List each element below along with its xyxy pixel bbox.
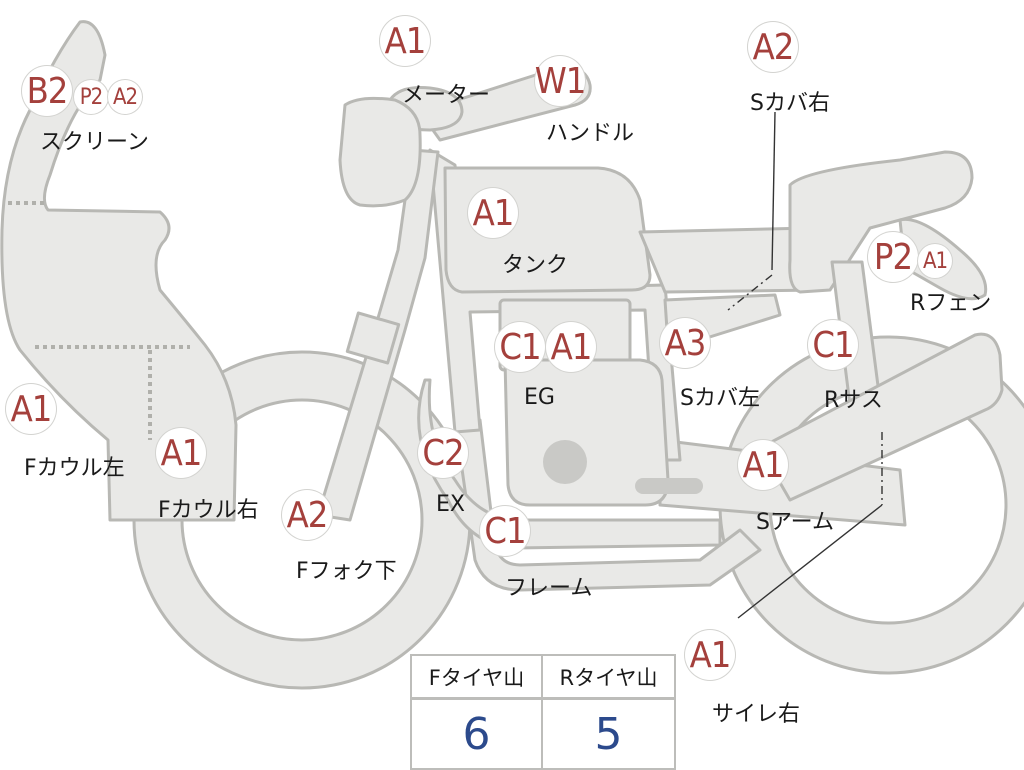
damage-code-badge: A2 — [748, 22, 798, 72]
part-label-handle: ハンドル — [546, 121, 635, 146]
damage-code-badge: P2 — [74, 80, 108, 114]
tire-tread-table: Fタイヤ山 Rタイヤ山 6 5 — [410, 654, 676, 770]
part-label-swing-arm: Sアーム — [756, 510, 834, 535]
damage-code-badge: A1 — [6, 384, 56, 434]
damage-code-badge: A3 — [660, 318, 710, 368]
front-cowl — [0, 20, 238, 522]
damage-code-badge: A2 — [282, 490, 332, 540]
part-label-screen: スクリーン — [40, 130, 149, 155]
damage-code-badge: A1 — [380, 16, 430, 66]
part-label-engine: EG — [524, 385, 555, 410]
damage-code-badge: C1 — [480, 506, 530, 556]
fork-clamp — [345, 311, 401, 365]
part-label-front-fork: Fフォク下 — [296, 559, 397, 584]
part-label-frame: フレーム — [505, 576, 593, 601]
front-tire-header: Fタイヤ山 — [412, 656, 543, 700]
headlight-bracket — [338, 96, 422, 208]
tail-cowl — [788, 150, 974, 294]
muffler — [758, 332, 1004, 502]
damage-code-badge: A1 — [685, 630, 735, 680]
damage-code-badge: A1 — [546, 322, 596, 372]
damage-code-badge: W1 — [535, 56, 586, 106]
part-label-scover-left: Sカバ左 — [680, 386, 760, 411]
part-label-tank: タンク — [502, 253, 569, 278]
leader-muffler — [737, 504, 883, 619]
part-label-rear-suspension: Rサス — [824, 388, 883, 413]
part-label-meter: メーター — [402, 83, 491, 108]
part-label-fcowl-left: Fカウル左 — [24, 456, 125, 481]
front-tire-value: 6 — [412, 700, 543, 768]
part-label-scover-right: Sカバ右 — [750, 91, 830, 116]
damage-code-badge: A1 — [918, 244, 952, 278]
footpeg — [635, 478, 703, 494]
damage-code-badge: A1 — [468, 188, 518, 238]
damage-code-badge: A1 — [738, 440, 788, 490]
part-label-exhaust: EX — [436, 492, 465, 517]
damage-code-badge: P2 — [868, 232, 918, 282]
part-label-muffler-right: サイレ右 — [712, 702, 801, 727]
engine-cover — [543, 440, 587, 484]
part-label-rear-fender: Rフェン — [910, 291, 992, 316]
cowl-seam-lower — [35, 345, 190, 440]
damage-code-badge: C1 — [808, 320, 858, 370]
part-label-fcowl-right: Fカウル右 — [158, 498, 259, 523]
leader-scover-right — [771, 111, 776, 271]
damage-code-badge: B2 — [22, 66, 72, 116]
rear-tire-header: Rタイヤ山 — [543, 656, 674, 700]
damage-code-badge: C2 — [418, 428, 468, 478]
damage-code-badge: A1 — [156, 428, 206, 478]
rear-tire-value: 5 — [594, 708, 623, 760]
damage-code-badge: A2 — [108, 80, 142, 114]
damage-code-badge: C1 — [495, 322, 545, 372]
